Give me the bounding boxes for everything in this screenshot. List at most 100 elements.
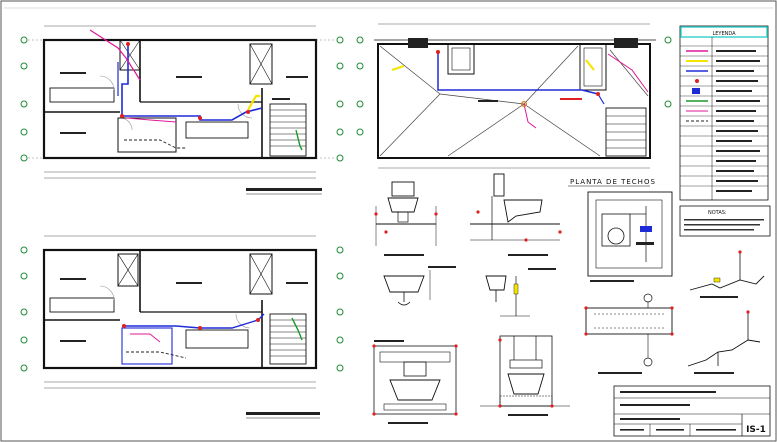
gas-line bbox=[585, 59, 595, 71]
plan-1-title-bar bbox=[246, 188, 322, 191]
roof-outline bbox=[377, 43, 651, 159]
roof-label bbox=[560, 98, 582, 100]
axis-bubble bbox=[20, 364, 28, 372]
legend-rows bbox=[680, 45, 768, 187]
plan-1-shaft-x bbox=[119, 39, 141, 71]
detail-riser-isometric bbox=[689, 250, 765, 298]
roof-slope-line bbox=[447, 103, 525, 157]
axis-bubble bbox=[20, 272, 28, 280]
node-marker bbox=[246, 110, 250, 114]
plan-2-door-swing bbox=[235, 313, 251, 329]
node-marker bbox=[198, 116, 202, 120]
roof-skylight-inner bbox=[451, 47, 471, 71]
legend-frame bbox=[679, 25, 769, 201]
axis-bubble bbox=[664, 100, 672, 108]
axis-bubble bbox=[336, 154, 344, 162]
plan-1-door-swing bbox=[99, 75, 115, 91]
roof-water-tank bbox=[614, 38, 638, 48]
plan-1-bathroom bbox=[117, 117, 177, 153]
plan-2-door-swing bbox=[99, 285, 115, 301]
plan-2-shaft-x bbox=[117, 253, 139, 287]
room-label bbox=[286, 76, 308, 78]
gas-line bbox=[391, 64, 405, 72]
legend-table: LEYENDA bbox=[679, 25, 769, 201]
notes-line bbox=[684, 219, 764, 221]
axis-bubble bbox=[20, 308, 28, 316]
legend-title: LEYENDA bbox=[712, 31, 736, 37]
room-label bbox=[60, 132, 86, 134]
room-label bbox=[286, 282, 308, 284]
axis-bubble bbox=[356, 100, 364, 108]
room-label bbox=[272, 98, 290, 100]
drain-line bbox=[124, 139, 186, 149]
node-marker bbox=[198, 326, 202, 330]
plan-1-shaft bbox=[249, 43, 273, 85]
roof-skylight bbox=[447, 43, 475, 75]
title-block-frame bbox=[613, 385, 771, 437]
detail-shower-section bbox=[480, 335, 570, 416]
vent-line bbox=[295, 129, 303, 151]
room-label bbox=[60, 278, 86, 280]
axis-bubble bbox=[20, 246, 28, 254]
plan-2-bathroom bbox=[121, 327, 173, 365]
hot-water-line bbox=[130, 333, 161, 343]
axis-bubble bbox=[336, 128, 344, 136]
axis-bubble bbox=[336, 246, 344, 254]
plan-1-kitchen-counter bbox=[185, 121, 249, 139]
axis-bubble bbox=[20, 336, 28, 344]
node-marker bbox=[120, 114, 124, 118]
legend-symbol-valve bbox=[692, 88, 700, 94]
detail-shower-front bbox=[372, 340, 458, 424]
sheet-number: IS-1 bbox=[746, 425, 766, 435]
plan-1-counter bbox=[49, 87, 115, 103]
node-marker bbox=[122, 324, 126, 328]
legend-symbol-node bbox=[695, 79, 699, 83]
roof-label bbox=[478, 100, 498, 102]
axis-bubble bbox=[336, 308, 344, 316]
plan-1-stairs bbox=[269, 103, 307, 157]
room-label bbox=[60, 340, 86, 342]
axis-bubble bbox=[20, 128, 28, 136]
axis-bubble bbox=[336, 272, 344, 280]
axis-bubble bbox=[664, 36, 672, 44]
hot-water-line bbox=[523, 103, 537, 129]
axis-bubble bbox=[20, 36, 28, 44]
detail-toilet-front bbox=[374, 181, 438, 256]
room-label bbox=[176, 76, 202, 78]
plan-2-shaft bbox=[249, 253, 273, 295]
roof-water-tank bbox=[408, 38, 428, 48]
hot-water-line bbox=[125, 117, 177, 123]
plan-2-outer-wall bbox=[42, 248, 318, 370]
title-block: IS-1 bbox=[613, 385, 771, 437]
roof-plan-title: PLANTA DE TECHOS bbox=[570, 178, 656, 186]
detail-sink-front bbox=[383, 266, 456, 306]
axis-bubble bbox=[336, 36, 344, 44]
node-marker bbox=[596, 92, 600, 96]
notes-box: NOTAS: bbox=[679, 205, 771, 237]
roof-plan: PLANTA DE TECHOS bbox=[356, 23, 672, 187]
axis-bubble bbox=[356, 128, 364, 136]
hot-water-line bbox=[89, 29, 141, 81]
detail-drain-isometric bbox=[687, 310, 761, 374]
plan-1-shaft-x bbox=[249, 43, 273, 85]
axis-bubble bbox=[20, 62, 28, 70]
axis-bubble bbox=[336, 62, 344, 70]
detail-water-heater-box bbox=[587, 191, 673, 282]
plan-2-counter bbox=[49, 297, 115, 313]
axis-bubble bbox=[336, 336, 344, 344]
axis-bubble bbox=[20, 154, 28, 162]
vent-line bbox=[291, 317, 303, 341]
axis-bubble bbox=[336, 364, 344, 372]
axis-bubble bbox=[356, 36, 364, 44]
notes-title: NOTAS: bbox=[708, 210, 727, 216]
room-label bbox=[176, 282, 202, 284]
roof-skylight bbox=[579, 43, 607, 91]
plan-2-shaft bbox=[117, 253, 139, 287]
detail-toilet-side bbox=[470, 173, 562, 256]
plan-2-kitchen-counter bbox=[185, 329, 249, 349]
legend-descriptions bbox=[716, 50, 760, 192]
detail-sink-side bbox=[485, 268, 556, 317]
plan-2-stairs bbox=[269, 313, 307, 365]
hot-water-line bbox=[607, 53, 649, 93]
